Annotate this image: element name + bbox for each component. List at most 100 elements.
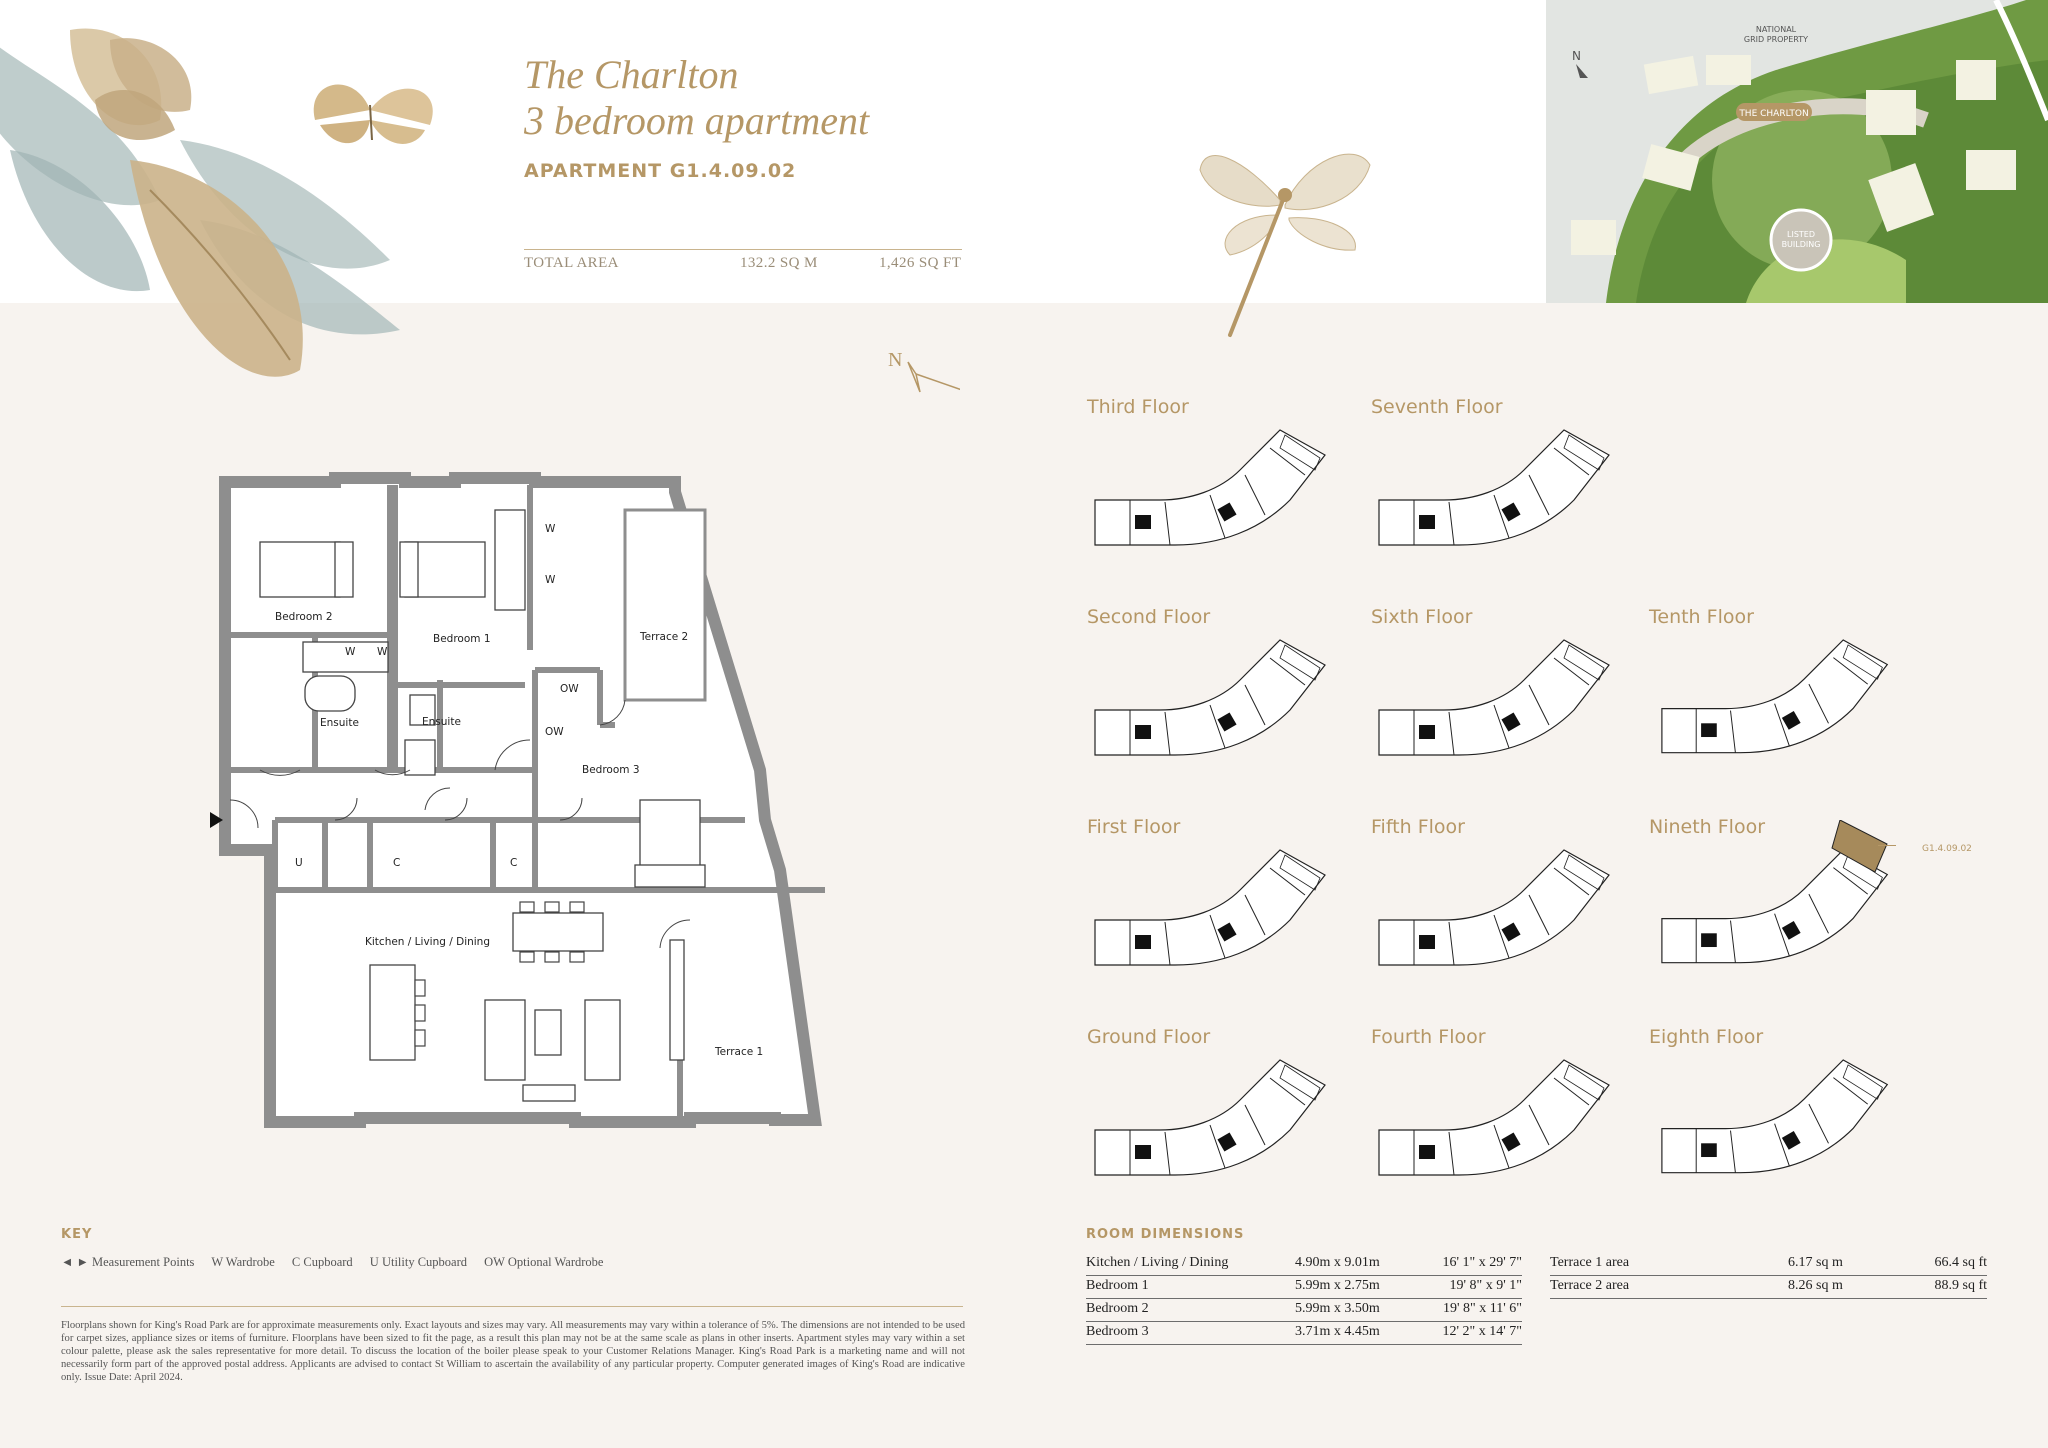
site-national-grid-2: GRID PROPERTY xyxy=(1744,35,1808,44)
room-bedroom-2: Bedroom 2 xyxy=(275,611,333,623)
site-north-letter: N xyxy=(1572,49,1581,63)
floor-label-tenth: Tenth Floor xyxy=(1649,606,1754,628)
room-bedroom-3: Bedroom 3 xyxy=(582,764,640,776)
key-list: ◄ ► Measurement Points W Wardrobe C Cupb… xyxy=(61,1255,617,1270)
terrace-sqft: 88.9 sq ft xyxy=(1934,1278,1988,1293)
floor-thumb-seventh[interactable] xyxy=(1369,400,1619,560)
dim-room-imperial: 19' 8" x 9' 1" xyxy=(1449,1278,1522,1293)
key-utility-cupboard: U Utility Cupboard xyxy=(369,1255,468,1269)
site-listed-2: BUILDING xyxy=(1782,240,1821,249)
page-title: The Charlton 3 bedroom apartment xyxy=(524,52,869,144)
terrace-row: Terrace 1 area 6.17 sq m 66.4 sq ft xyxy=(1550,1253,1987,1276)
terrace-row: Terrace 2 area 8.26 sq m 88.9 sq ft xyxy=(1550,1276,1987,1299)
floor-label-nineth: Nineth Floor xyxy=(1649,816,1766,838)
disclaimer-rule xyxy=(61,1306,963,1307)
north-compass-icon: N xyxy=(888,349,960,393)
site-map: THE CHARLTON NATIONAL GRID PROPERTY LIST… xyxy=(1546,0,2048,303)
room-ensuite-a: Ensuite xyxy=(320,717,359,729)
dim-room-name: Kitchen / Living / Dining xyxy=(1086,1255,1229,1270)
terrace-dimensions-table: Terrace 1 area 6.17 sq m 66.4 sq ft Terr… xyxy=(1550,1253,1987,1299)
room-terrace-1: Terrace 1 xyxy=(714,1046,763,1058)
floor-thumb-tenth[interactable] xyxy=(1647,610,1897,770)
room-dimensions-heading: ROOM DIMENSIONS xyxy=(1086,1227,1245,1242)
floor-label-second: Second Floor xyxy=(1087,606,1211,628)
dim-room-name: Bedroom 1 xyxy=(1086,1278,1149,1293)
key-optional-wardrobe: OW Optional Wardrobe xyxy=(484,1255,604,1269)
site-listed-1: LISTED xyxy=(1787,230,1815,239)
floor-label-fifth: Fifth Floor xyxy=(1371,816,1465,838)
botanical-illustration xyxy=(0,28,433,377)
terrace-sqm: 6.17 sq m xyxy=(1788,1255,1843,1270)
floor-label-fourth: Fourth Floor xyxy=(1371,1026,1486,1048)
wardrobe-w-1: W xyxy=(545,523,556,535)
dim-room-imperial: 19' 8" x 11' 6" xyxy=(1443,1301,1522,1316)
dim-room-metric: 4.90m x 9.01m xyxy=(1295,1255,1380,1270)
dimension-row: Bedroom 2 5.99m x 3.50m 19' 8" x 11' 6" xyxy=(1086,1299,1522,1322)
cupboard-c-2: C xyxy=(510,857,517,869)
total-area-label: TOTAL AREA xyxy=(524,255,619,271)
floor-thumb-sixth[interactable] xyxy=(1369,610,1619,770)
dim-room-metric: 3.71m x 4.45m xyxy=(1295,1324,1380,1339)
wardrobe-w-3: W xyxy=(345,646,356,658)
floor-label-sixth: Sixth Floor xyxy=(1371,606,1473,628)
entrance-marker-icon xyxy=(210,812,223,828)
dim-room-metric: 5.99m x 2.75m xyxy=(1295,1278,1380,1293)
floor-label-seventh: Seventh Floor xyxy=(1371,396,1503,418)
room-kitchen-living-dining: Kitchen / Living / Dining xyxy=(365,936,490,948)
disclaimer-text: Floorplans shown for King's Road Park ar… xyxy=(61,1320,965,1383)
room-ensuite-b: Ensuite xyxy=(422,716,461,728)
apartment-id: APARTMENT G1.4.09.02 xyxy=(524,160,797,182)
floor-thumb-eighth[interactable] xyxy=(1647,1030,1897,1190)
apartment-floorplan: Bedroom 2 Bedroom 1 Terrace 2 Ensuite En… xyxy=(210,472,825,1128)
dimension-row: Bedroom 3 3.71m x 4.45m 12' 2" x 14' 7" xyxy=(1086,1322,1522,1345)
floor-thumb-first[interactable] xyxy=(1085,820,1335,980)
wardrobe-w-2: W xyxy=(545,574,556,586)
total-area-sqft: 1,426 SQ FT xyxy=(879,255,962,271)
terrace-name: Terrace 2 area xyxy=(1550,1278,1630,1293)
dim-room-metric: 5.99m x 3.50m xyxy=(1295,1301,1380,1316)
site-north-arrow-icon xyxy=(1576,64,1588,78)
floor-thumb-fifth[interactable] xyxy=(1369,820,1619,980)
room-terrace-2: Terrace 2 xyxy=(639,631,688,643)
dimension-row: Kitchen / Living / Dining 4.90m x 9.01m … xyxy=(1086,1253,1522,1276)
site-charlton-tag: THE CHARLTON xyxy=(1738,109,1808,119)
highlight-leader-line xyxy=(1878,845,1896,846)
floor-label-third: Third Floor xyxy=(1087,396,1189,418)
key-measurement-points: ◄ ► Measurement Points xyxy=(61,1255,195,1269)
cupboard-u: U xyxy=(295,857,303,869)
wardrobe-w-4: W xyxy=(377,646,388,658)
cupboard-c-1: C xyxy=(393,857,400,869)
floor-thumb-fourth[interactable] xyxy=(1369,1030,1619,1190)
room-ow-2: OW xyxy=(545,726,564,738)
terrace-sqft: 66.4 sq ft xyxy=(1934,1255,1988,1270)
dim-room-name: Bedroom 2 xyxy=(1086,1301,1149,1316)
key-heading: KEY xyxy=(61,1227,93,1242)
site-national-grid-1: NATIONAL xyxy=(1756,25,1797,34)
room-ow-1: OW xyxy=(560,683,579,695)
floor-thumb-ground[interactable] xyxy=(1085,1030,1335,1190)
dragonfly-illustration xyxy=(1199,153,1371,337)
floor-thumb-third[interactable] xyxy=(1085,400,1335,560)
dim-room-imperial: 16' 1" x 29' 7" xyxy=(1442,1255,1522,1270)
dim-room-imperial: 12' 2" x 14' 7" xyxy=(1442,1324,1522,1339)
highlight-apartment-tag: G1.4.09.02 xyxy=(1922,844,1972,854)
floor-label-eighth: Eighth Floor xyxy=(1649,1026,1764,1048)
floor-label-first: First Floor xyxy=(1087,816,1181,838)
room-bedroom-1: Bedroom 1 xyxy=(433,633,491,645)
total-area-rule xyxy=(524,249,962,250)
terrace-name: Terrace 1 area xyxy=(1550,1255,1630,1270)
floor-thumb-second[interactable] xyxy=(1085,610,1335,770)
title-line-1: The Charlton xyxy=(524,52,739,97)
total-area-sqm: 132.2 SQ M xyxy=(740,255,818,271)
title-line-2: 3 bedroom apartment xyxy=(524,98,870,143)
terrace-sqm: 8.26 sq m xyxy=(1788,1278,1843,1293)
dim-room-name: Bedroom 3 xyxy=(1086,1324,1149,1339)
highlighted-apartment xyxy=(1831,820,1888,873)
compass-north-letter: N xyxy=(888,349,902,371)
key-wardrobe: W Wardrobe xyxy=(211,1255,275,1269)
floor-label-ground: Ground Floor xyxy=(1087,1026,1211,1048)
dimension-row: Bedroom 1 5.99m x 2.75m 19' 8" x 9' 1" xyxy=(1086,1276,1522,1299)
room-dimensions-table: Kitchen / Living / Dining 4.90m x 9.01m … xyxy=(1086,1253,1522,1345)
key-cupboard: C Cupboard xyxy=(291,1255,353,1269)
floor-thumb-nineth[interactable] xyxy=(1647,820,1897,980)
